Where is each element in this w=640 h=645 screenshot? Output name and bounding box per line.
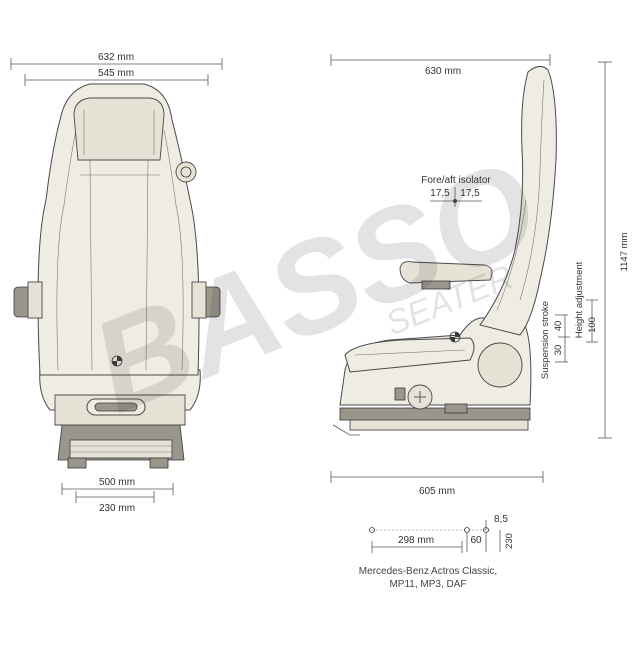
front-top-dimensions: 632 mm 545 mm <box>10 52 223 86</box>
overall-height: 1147 mm <box>598 61 630 439</box>
front-center-marker <box>111 355 123 367</box>
side-armrest <box>399 261 493 284</box>
side-seat <box>332 66 557 436</box>
caption-line-1: Mercedes-Benz Actros Classic, <box>359 566 497 577</box>
mount-diagram: 8,5 298 mm 60 230 <box>369 514 515 553</box>
mount-rail-gap-label: 60 <box>470 535 482 546</box>
fore-aft-isolator: Fore/aft isolator 17,5 17,5 <box>421 175 491 207</box>
fore-aft-label: Fore/aft isolator <box>421 175 491 186</box>
height-adj-label: Height adjustment <box>574 261 585 338</box>
side-backrest <box>479 66 557 336</box>
side-top-dimension: 630 mm <box>330 54 551 77</box>
fore-aft-left-value: 17,5 <box>430 188 450 199</box>
mount-rail-height-label: 230 <box>504 533 515 549</box>
height-adjustment: Height adjustment 100 <box>574 261 598 343</box>
front-headrest <box>73 97 165 161</box>
caption: Mercedes-Benz Actros Classic, MP11, MP3,… <box>359 566 497 590</box>
front-width-inner-label: 545 mm <box>98 68 134 79</box>
suspension-label: Suspension stroke <box>540 301 551 379</box>
suspension-value-a: 30 <box>553 345 564 356</box>
front-belt-guide <box>175 161 197 183</box>
front-width-top-label: 632 mm <box>98 52 134 63</box>
side-view: 630 mm <box>330 54 630 497</box>
front-width-base-label: 500 mm <box>99 477 135 488</box>
side-bottom-dimension: 605 mm <box>330 471 544 497</box>
suspension-stroke: Suspension stroke 30 40 <box>540 301 570 379</box>
fore-aft-right-value: 17,5 <box>460 188 480 199</box>
front-width-rails-label: 230 mm <box>99 503 135 514</box>
side-depth-base-label: 605 mm <box>419 486 455 497</box>
side-pivot-circle <box>477 342 523 388</box>
front-bottom-dimensions: 500 mm 230 mm <box>61 477 174 514</box>
side-base-rail <box>339 407 531 421</box>
suspension-value-b: 40 <box>553 321 564 332</box>
height-adj-value: 100 <box>587 317 598 333</box>
height-total-label: 1147 mm <box>619 232 630 271</box>
side-depth-top-label: 630 mm <box>425 66 461 77</box>
caption-line-2: MP11, MP3, DAF <box>389 579 466 590</box>
mount-rail-length-label: 298 mm <box>398 535 434 546</box>
front-seat <box>13 83 221 469</box>
side-center-marker <box>449 331 461 343</box>
mount-offset-label: 8,5 <box>494 514 508 525</box>
side-cushion <box>344 337 475 373</box>
front-view: 632 mm 545 mm <box>10 52 223 514</box>
